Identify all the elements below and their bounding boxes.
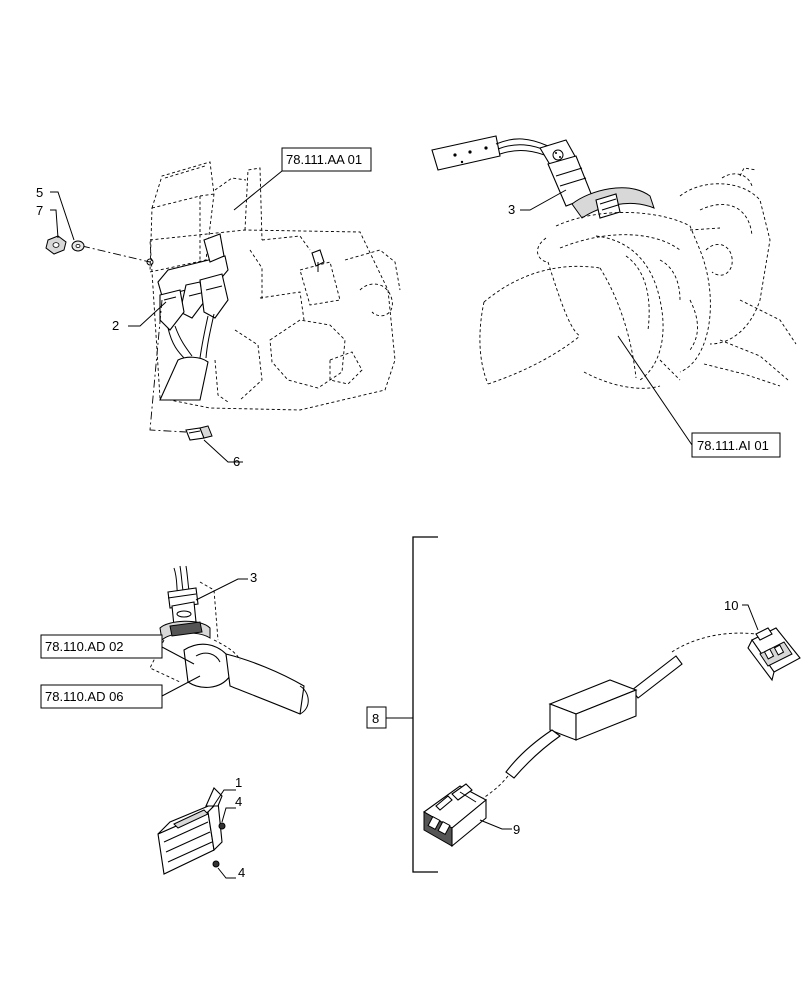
callout-5: 5: [36, 185, 43, 200]
leaders-lower-left: [211, 789, 236, 879]
reference-label: 78.111.AI 01: [697, 438, 769, 453]
leaders-top-left: [50, 170, 283, 463]
callout-3-middle: 3: [250, 570, 257, 585]
module-bracket-assembly: [81, 161, 401, 433]
reference-box-ad02[interactable]: 78.110.AD 02: [40, 634, 163, 659]
callout-6: 6: [233, 454, 240, 469]
callout-10: 10: [724, 598, 738, 613]
sensor-pipe-assembly: [431, 135, 797, 389]
callout-3-top: 3: [508, 202, 515, 217]
reference-label: 78.110.AD 06: [45, 689, 124, 704]
module-part: [157, 787, 223, 875]
reference-box-ai01[interactable]: 78.111.AI 01: [691, 432, 781, 458]
screw-part: [185, 425, 213, 441]
reference-label: 78.111.AA 01: [286, 152, 362, 167]
reference-box-aa01[interactable]: 78.111.AA 01: [281, 147, 372, 172]
screw-4-lower: [212, 860, 220, 868]
callout-2: 2: [112, 318, 119, 333]
harness-bracket: [386, 536, 438, 873]
callout-9: 9: [513, 822, 520, 837]
screw-4-upper: [218, 822, 226, 830]
callout-4-upper: 4: [235, 794, 242, 809]
connector-10-part: [747, 627, 801, 682]
leaders-middle-left: [161, 578, 248, 697]
nut-part: [45, 235, 67, 255]
reference-label: 78.110.AD 02: [45, 639, 124, 654]
callout-7: 7: [36, 203, 43, 218]
callout-1: 1: [235, 775, 242, 790]
callout-4-lower: 4: [238, 865, 245, 880]
connector-9-part: [422, 783, 487, 848]
washer-part: [71, 240, 85, 252]
harness-assembly: [479, 632, 757, 801]
callout-8-box: 8: [366, 706, 387, 729]
callout-8: 8: [372, 711, 379, 726]
leaders-lower-right: [479, 604, 759, 830]
sensor-hose-assembly: [149, 565, 309, 715]
reference-box-ad06[interactable]: 78.110.AD 06: [40, 684, 163, 709]
leaders-top-right: [520, 189, 693, 446]
